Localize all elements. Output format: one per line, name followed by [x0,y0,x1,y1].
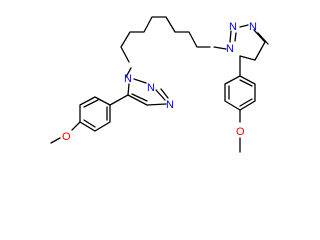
left-methoxy-oxygen-label: O [62,131,71,143]
molecule-canvas: N N N N N N O O [50,16,269,153]
right-triazole-n2-label: N [229,21,237,33]
right-methoxyphenyl-group [224,55,256,153]
right-triazole-n1-label: N [226,43,234,55]
molecule-diagram: N N N N N N O O [50,16,269,153]
left-triazole-n2-label: N [147,82,155,94]
hexyl-linker-chain [120,16,211,63]
left-triazole-ring [125,67,169,106]
left-methoxyphenyl-group [50,94,129,144]
right-triazole-ring [213,24,269,61]
right-triazole-n3-label: N [249,21,257,33]
left-triazole-n1-label: N [124,73,132,85]
right-methoxy-oxygen-label: O [236,126,245,138]
left-triazole-n3-label: N [166,99,174,111]
